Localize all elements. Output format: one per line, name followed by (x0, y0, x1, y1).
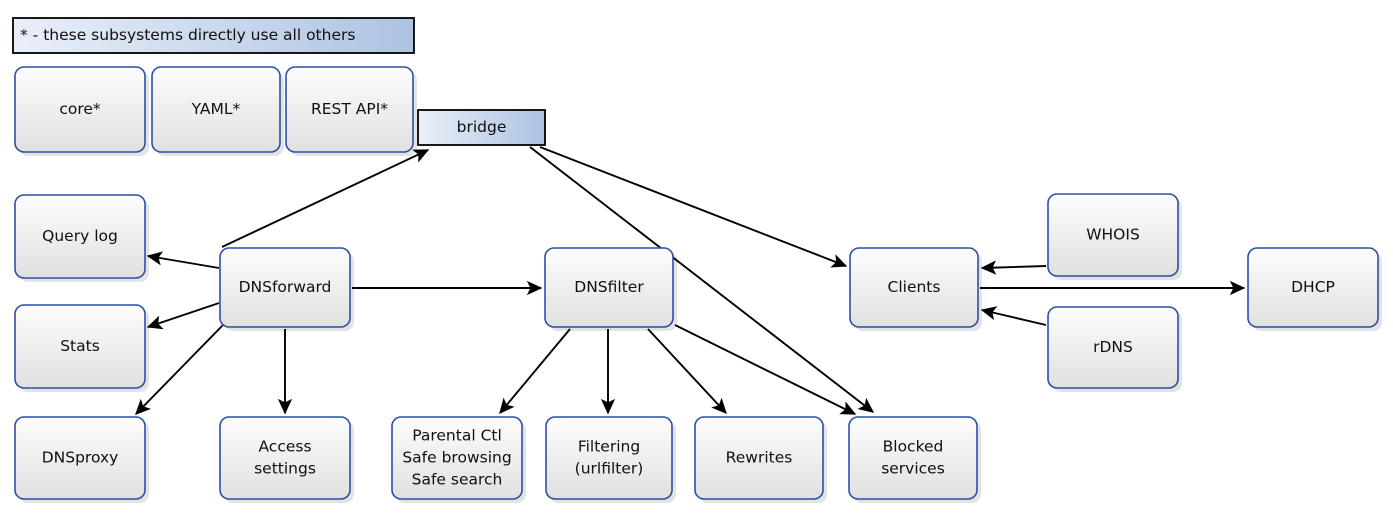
node-dnsproxy[interactable]: DNSproxy (14, 416, 146, 500)
node-label-parental: Safe search (412, 471, 503, 489)
node-box-query-log[interactable] (14, 194, 146, 279)
node-label-access: settings (254, 460, 316, 478)
edge-dnsforward-to-stats (146, 302, 220, 330)
node-rest-api[interactable]: REST API* (285, 66, 414, 153)
node-rdns[interactable]: rDNS (1047, 306, 1179, 389)
node-access[interactable]: Access settings (219, 416, 351, 500)
node-blocked[interactable]: Blocked services (848, 416, 978, 500)
node-label-rest-api: REST API* (311, 100, 388, 118)
node-filtering[interactable]: Filtering (urlfilter) (545, 416, 673, 500)
edge-layer (135, 146, 1246, 415)
legend-layer: * - these subsystems directly use all ot… (12, 17, 415, 54)
node-dnsfilter[interactable]: DNSfilter (544, 247, 674, 328)
node-box-dnsfilter[interactable] (544, 247, 674, 328)
node-label-parental: Safe browsing (402, 449, 511, 467)
node-box-dnsproxy[interactable] (14, 416, 146, 500)
node-label-parental: Parental Ctl (412, 427, 502, 445)
node-box-stats[interactable] (14, 304, 146, 389)
node-box-dhcp[interactable] (1247, 247, 1379, 328)
node-box-parental[interactable] (391, 416, 523, 500)
node-yaml[interactable]: YAML* (151, 66, 281, 153)
edge-rdns-to-clients (980, 306, 1047, 326)
edge-dnsfilter-to-parental (499, 328, 571, 415)
node-query-log[interactable]: Query log (14, 194, 146, 279)
edge-dnsfilter-to-blocked (674, 324, 857, 415)
node-label-access: Access (258, 438, 311, 456)
edge-bridge-to-blocked (529, 146, 875, 413)
node-label-bridge: bridge (457, 118, 507, 136)
node-label-filtering: (urlfilter) (575, 460, 644, 478)
node-label-dnsfilter: DNSfilter (574, 278, 644, 296)
node-label-rdns: rDNS (1093, 338, 1133, 356)
node-label-dnsforward: DNSforward (239, 278, 332, 296)
edge-dnsfilter-to-rewrites (647, 328, 727, 414)
node-label-filtering: Filtering (578, 438, 640, 456)
node-label-blocked: Blocked (883, 438, 944, 456)
node-box-rest-api[interactable] (285, 66, 414, 153)
edge-whois-to-clients (980, 260, 1047, 275)
node-stats[interactable]: Stats (14, 304, 146, 389)
legend-text: * - these subsystems directly use all ot… (20, 26, 355, 44)
node-box-clients[interactable] (849, 247, 979, 328)
edge-dnsforward-to-querylog (146, 251, 220, 269)
node-box-blocked[interactable] (848, 416, 978, 500)
node-box-access[interactable] (219, 416, 351, 500)
node-rewrites[interactable]: Rewrites (694, 416, 824, 500)
node-bridge[interactable]: bridge (417, 109, 546, 146)
node-label-dnsproxy: DNSproxy (42, 449, 119, 467)
edge-dnsforward-dnsproxy (135, 310, 237, 415)
node-label-blocked: services (881, 460, 945, 478)
node-dhcp[interactable]: DHCP (1247, 247, 1379, 328)
node-label-clients: Clients (888, 278, 941, 296)
node-box-bridge[interactable] (417, 109, 546, 146)
node-box-yaml[interactable] (151, 66, 281, 153)
node-label-whois: WHOIS (1086, 226, 1140, 244)
node-label-query-log: Query log (42, 227, 118, 245)
node-label-yaml: YAML* (191, 100, 241, 118)
node-box-rewrites[interactable] (694, 416, 824, 500)
node-dnsforward[interactable]: DNSforward (219, 247, 351, 328)
node-label-core: core* (59, 100, 101, 118)
edge-bridge-to-clients (539, 146, 848, 268)
node-box-whois[interactable] (1047, 193, 1179, 277)
node-label-rewrites: Rewrites (726, 449, 793, 467)
node-box-filtering[interactable] (545, 416, 673, 500)
node-box-dnsforward[interactable] (219, 247, 351, 328)
legend-box (12, 17, 415, 54)
node-core[interactable]: core* (14, 66, 146, 153)
node-box-core[interactable] (14, 66, 146, 153)
node-label-dhcp: DHCP (1291, 278, 1335, 296)
edge-dnsforward-to-bridge (221, 149, 430, 248)
node-whois[interactable]: WHOIS (1047, 193, 1179, 277)
node-box-rdns[interactable] (1047, 306, 1179, 389)
legend-note: * - these subsystems directly use all ot… (12, 17, 415, 54)
node-clients[interactable]: Clients (849, 247, 979, 328)
node-label-stats: Stats (60, 337, 100, 355)
